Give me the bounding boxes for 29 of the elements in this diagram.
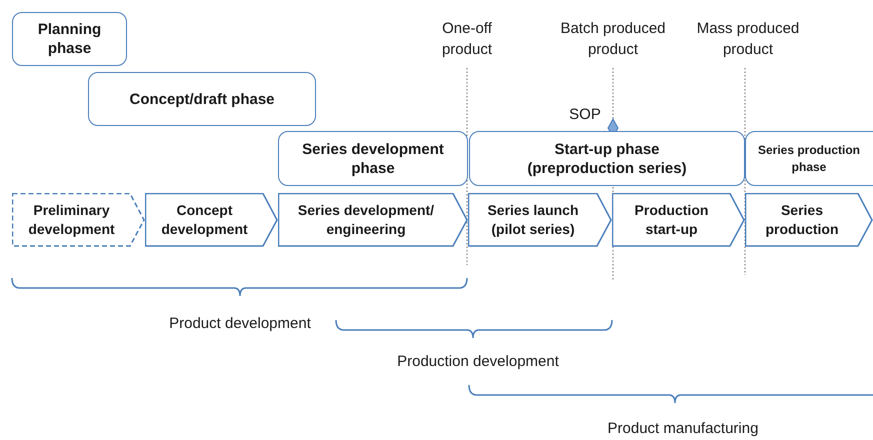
milestone-label: SOP: [568, 105, 602, 125]
step-title: Concept development: [160, 201, 249, 239]
bracket-label: Product development: [168, 314, 312, 334]
phase-box: [278, 131, 468, 186]
phase-box: [469, 131, 745, 186]
milestone-label: Mass produced product: [696, 19, 800, 60]
phase-title: Concept/draft phase: [129, 90, 275, 108]
milestone-label: Batch produced product: [559, 19, 667, 60]
step-title: Production start-up: [634, 201, 710, 239]
phase-box: [12, 12, 127, 66]
process-step: [12, 193, 145, 247]
bracket-label: Product manufacturing: [606, 419, 760, 439]
step-title: Series launch (pilot series): [486, 201, 580, 239]
process-step: [468, 193, 612, 247]
phase-title: Series production phase: [756, 142, 862, 176]
milestone-label: One-off product: [440, 19, 494, 60]
step-title: Series development/ engineering: [296, 201, 436, 239]
step-title: Series production: [764, 201, 840, 239]
bracket-label: Production development: [396, 352, 560, 372]
process-step: [145, 193, 278, 247]
process-step: [278, 193, 468, 247]
phase-title: Planning phase: [36, 20, 102, 58]
process-step: [612, 193, 745, 247]
phase-title: Start-up phase (preproduction series): [526, 140, 688, 178]
phase-box: [88, 72, 316, 126]
step-title: Preliminary development: [27, 201, 116, 239]
phase-box: [745, 131, 873, 186]
process-step: [745, 193, 873, 247]
phase-title: Series development phase: [301, 140, 445, 178]
